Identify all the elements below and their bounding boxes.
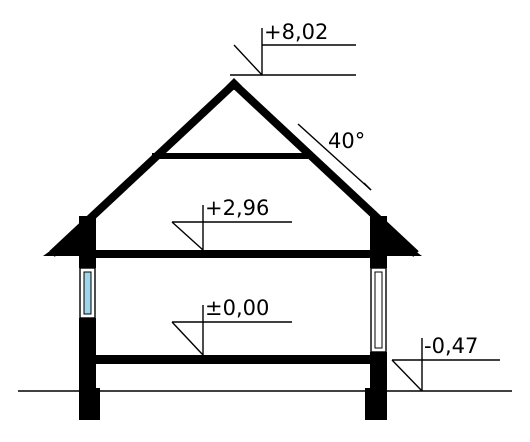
left-foundation (79, 388, 100, 420)
elevation-label-ground-floor: ±0,00 (205, 296, 269, 320)
left-wall-lower (79, 318, 96, 392)
left-eave (43, 218, 96, 256)
right-wall-upper (370, 254, 387, 268)
elevation-marker-ground-floor: ±0,00 (171, 296, 292, 356)
elevation-label-first-floor: +2,96 (205, 196, 269, 220)
elevation-label-terrain: -0,47 (424, 334, 478, 358)
elevation-marker-ridge: +8,02 (230, 20, 356, 76)
right-window-glass (374, 271, 383, 349)
elevation-marker-terrain: -0,47 (391, 334, 500, 392)
first-floor-slab (96, 250, 370, 258)
roof-pitch-leader (297, 123, 372, 191)
left-wall-upper (79, 254, 96, 268)
elevation-label-ridge: +8,02 (264, 20, 328, 44)
ridge-cap (226, 78, 242, 90)
right-window (370, 267, 387, 353)
collar-tie (152, 153, 308, 159)
left-window-glass (83, 271, 92, 315)
right-wall-lower (370, 352, 387, 392)
roof-right-slope (231, 81, 419, 257)
right-eave (370, 218, 422, 256)
elevation-marker-first-floor: +2,96 (171, 196, 292, 251)
right-foundation (365, 388, 387, 420)
roof-left-slope (49, 81, 237, 257)
ground-floor-slab (96, 355, 370, 364)
roof-pitch-label: 40° (328, 129, 365, 153)
left-window (79, 267, 96, 319)
